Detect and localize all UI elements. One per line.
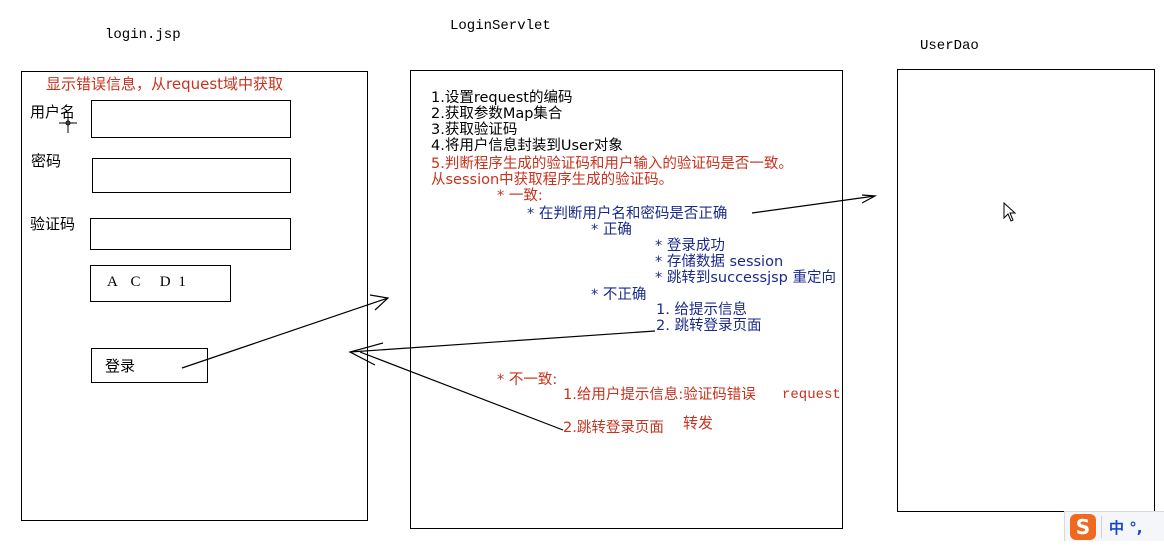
incorrect-item-2: 2. 跳转登录页面 <box>656 318 762 334</box>
text-cursor-icon <box>59 113 77 133</box>
login-jsp-box: 显示错误信息，从request域中获取 用户名 密码 验证码 A C D 1 登… <box>21 71 368 521</box>
servlet-step-2: 2.获取参数Map集合 <box>431 106 563 122</box>
captcha-image[interactable]: A C D 1 <box>90 265 231 302</box>
login-button[interactable]: 登录 <box>91 348 208 383</box>
ime-toolbar[interactable]: S 中 °, <box>1064 511 1164 541</box>
ime-separator <box>1101 516 1102 538</box>
correct-item-1: * 登录成功 <box>655 238 725 254</box>
login-button-label: 登录 <box>105 357 136 375</box>
correct-item-2: * 存储数据 session <box>655 254 784 270</box>
captcha-input[interactable] <box>90 218 291 250</box>
sogou-logo-icon[interactable]: S <box>1070 514 1096 540</box>
user-dao-title: UserDao <box>920 38 979 54</box>
login-servlet-box <box>410 70 843 529</box>
inconsistent-heading: * 不一致: <box>497 372 558 388</box>
incorrect-item-1: 1. 给提示信息 <box>656 302 747 318</box>
correct-heading: * 正确 <box>591 222 632 238</box>
servlet-step-4: 4.将用户信息封装到User对象 <box>431 138 623 154</box>
error-note: 显示错误信息，从request域中获取 <box>46 75 284 93</box>
username-input[interactable] <box>91 100 291 138</box>
password-label: 密码 <box>31 152 62 170</box>
login-servlet-title: LoginServlet <box>450 18 551 34</box>
inconsistent-item-2-note: 转发 <box>683 414 714 432</box>
login-jsp-title: login.jsp <box>105 27 181 43</box>
username-label: 用户名 <box>30 103 76 121</box>
inconsistent-item-2: 2.跳转登录页面 <box>563 420 664 436</box>
inconsistent-item-1: 1.给用户提示信息:验证码错误 <box>563 387 756 403</box>
password-input[interactable] <box>92 158 291 193</box>
consistent-heading: * 一致: <box>497 188 543 204</box>
servlet-step-5: 5.判断程序生成的验证码和用户输入的验证码是否一致。 <box>431 156 793 172</box>
servlet-step-1: 1.设置request的编码 <box>431 90 573 106</box>
check-credentials: * 在判断用户名和密码是否正确 <box>527 206 728 222</box>
incorrect-heading: * 不正确 <box>591 287 647 303</box>
captcha-image-text: A C D 1 <box>107 274 188 290</box>
ime-mode-indicator[interactable]: 中 °, <box>1109 519 1143 537</box>
servlet-step-3: 3.获取验证码 <box>431 122 518 138</box>
user-dao-box <box>897 69 1155 512</box>
mouse-cursor-icon <box>1003 202 1017 222</box>
servlet-step-5-note: 从session中获取程序生成的验证码。 <box>431 172 674 188</box>
captcha-label: 验证码 <box>30 215 76 233</box>
correct-item-3: * 跳转到successjsp 重定向 <box>655 270 836 286</box>
inconsistent-item-1-note: request <box>782 387 841 403</box>
